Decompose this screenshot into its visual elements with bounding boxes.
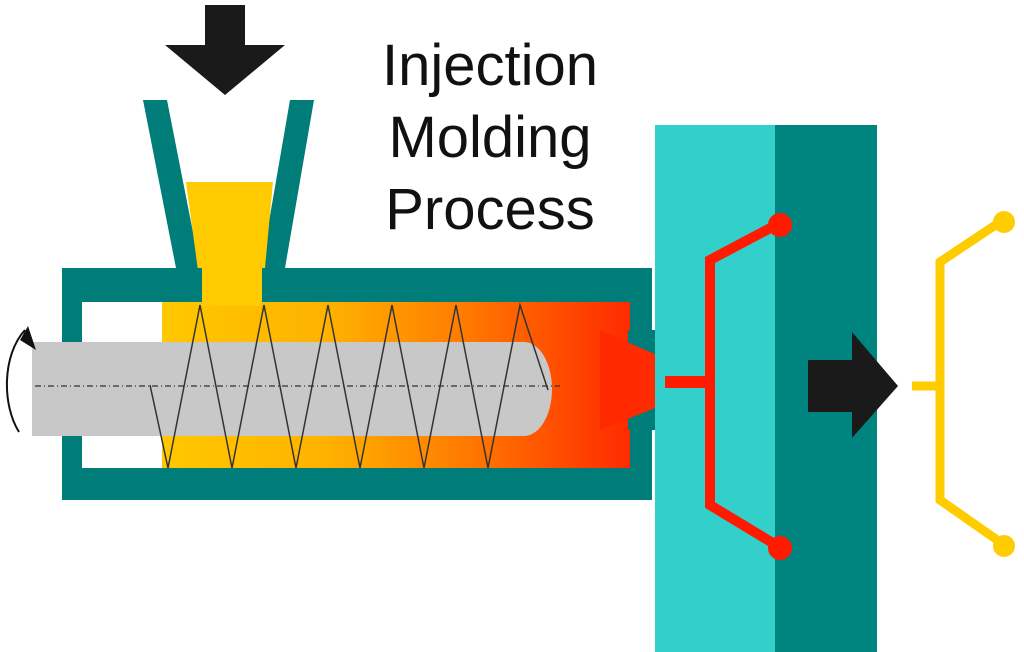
title-line-2: Molding xyxy=(388,105,592,170)
molded-part-top-tip xyxy=(768,213,792,237)
feed-throat xyxy=(202,266,262,306)
molded-part-bottom-tip xyxy=(768,536,792,560)
molded-part-in-cavity xyxy=(705,220,779,550)
title-line-3: Process xyxy=(385,177,595,242)
sprue-channel xyxy=(665,376,713,388)
title-line-1: Injection xyxy=(381,33,599,98)
nozzle-melt-cone xyxy=(600,330,700,430)
diagram-title: Injection Molding Process xyxy=(330,30,650,246)
screw-shaft xyxy=(32,342,524,436)
hopper-left-wall xyxy=(143,100,200,268)
hopper-feed-arrow-icon xyxy=(165,5,285,95)
rotation-arrow-icon xyxy=(5,329,26,433)
ejected-part-bottom-tip xyxy=(993,535,1015,557)
ejected-part-top-tip xyxy=(993,211,1015,233)
screw-tip xyxy=(496,342,552,436)
ejected-part xyxy=(912,218,1003,546)
hopper-right-wall xyxy=(261,100,314,268)
ejection-arrow-icon xyxy=(808,332,898,438)
mold-fixed-half xyxy=(655,125,780,652)
rotation-arrowhead xyxy=(20,326,36,350)
